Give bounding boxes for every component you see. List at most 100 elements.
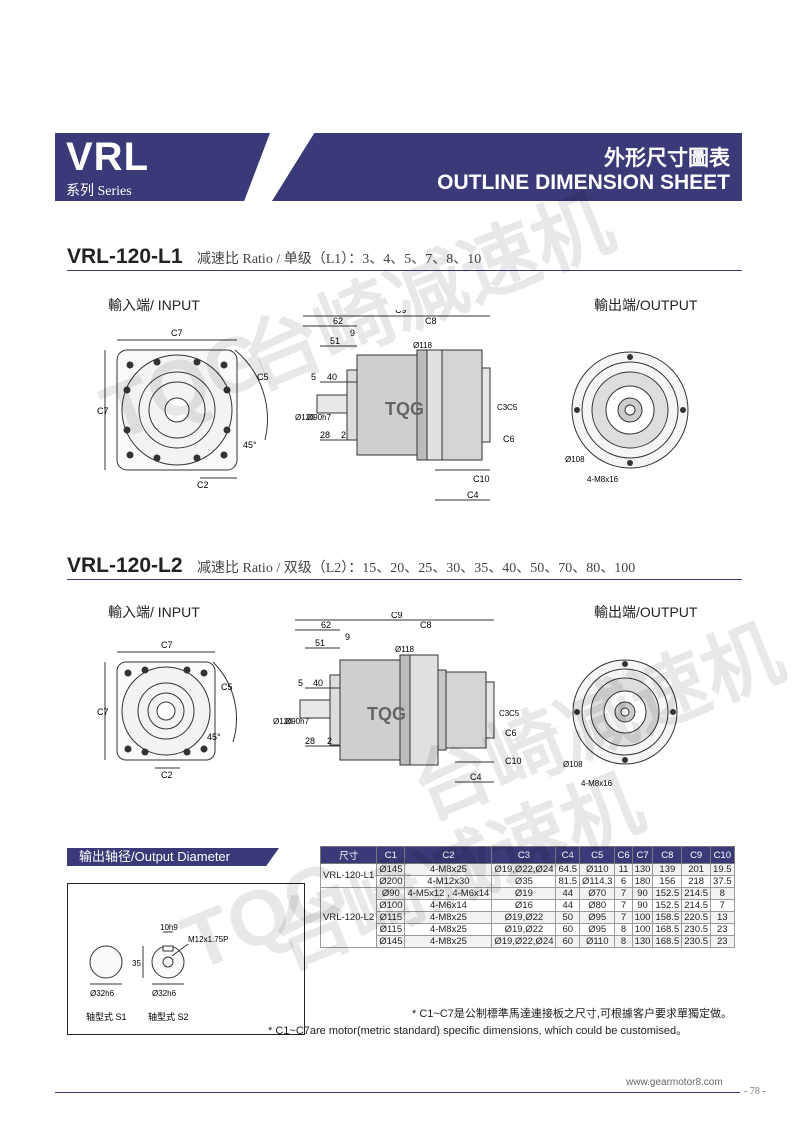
s2-bolt: 4-M8x16 bbox=[581, 779, 613, 788]
section1-output-view bbox=[571, 351, 689, 469]
s1-d2: 2 bbox=[341, 430, 346, 440]
table-cell: 168.5 bbox=[652, 935, 683, 948]
section2-output-view bbox=[572, 659, 678, 765]
table-cell: 7 bbox=[710, 899, 735, 912]
series-name: VRL bbox=[66, 135, 149, 179]
section2-rule bbox=[67, 579, 742, 580]
title-en: OUTLINE DIMENSION SHEET bbox=[437, 171, 730, 194]
table-cell: Ø110 bbox=[578, 935, 616, 948]
spec-table: 尺寸 C1 C2 C3 C4 C5 C6 C7 C8 C9 C10 VRL-12… bbox=[319, 846, 735, 948]
table-cell: Ø95 bbox=[578, 923, 616, 936]
s1-c5: C5 bbox=[257, 372, 269, 382]
spec-header: C7 bbox=[631, 846, 654, 864]
section1-drawing: C7 C7 C2 C5 45° C9 C8 62 51 9 40 5 28 2 … bbox=[97, 310, 689, 501]
table-cell: 37.5 bbox=[710, 875, 735, 888]
table-cell: 7 bbox=[614, 911, 633, 924]
s1-d28: 28 bbox=[320, 430, 330, 440]
series-subtitle: 系列 Series bbox=[66, 184, 132, 199]
footer-url: www.gearmotor8.com bbox=[626, 1077, 723, 1088]
s2-c2: C2 bbox=[161, 770, 173, 780]
s1-c8: C8 bbox=[425, 316, 437, 326]
table-cell: 8 bbox=[710, 887, 735, 900]
section2-input-label: 輸入端/ INPUT bbox=[108, 604, 200, 620]
table-cell: Ø70 bbox=[578, 887, 616, 900]
section2-output-label: 輸出端/OUTPUT bbox=[594, 604, 698, 620]
s2-brand: TQG bbox=[367, 704, 406, 724]
table-cell: 220.5 bbox=[681, 911, 712, 924]
od-height: 35 bbox=[132, 959, 141, 968]
table-cell: Ø95 bbox=[578, 911, 616, 924]
table-cell: Ø19,Ø22,Ø24 bbox=[491, 935, 557, 948]
table-cell: 7 bbox=[614, 887, 633, 900]
table-cell: Ø19,Ø22 bbox=[491, 911, 557, 924]
s1-d40: 40 bbox=[327, 372, 337, 382]
s1-d51: 51 bbox=[330, 336, 340, 346]
s2-phi120: Ø120 bbox=[273, 717, 293, 726]
s1-c3: C3 bbox=[497, 403, 508, 412]
table-cell: 218 bbox=[681, 875, 712, 888]
s2-c7-side: C7 bbox=[97, 707, 109, 717]
table-cell: 152.5 bbox=[652, 887, 683, 900]
table-cell: Ø19 bbox=[491, 887, 557, 900]
section1-input-flange bbox=[104, 339, 268, 479]
series-banner bbox=[55, 133, 270, 201]
s1-d9: 9 bbox=[350, 328, 355, 338]
spec-header: C5 bbox=[578, 846, 616, 864]
spec-header: C4 bbox=[555, 846, 580, 864]
s2-c3: C3 bbox=[499, 709, 510, 718]
table-cell: Ø19,Ø22,Ø24 bbox=[491, 863, 557, 876]
s1-c2: C2 bbox=[197, 480, 209, 490]
title-banner bbox=[272, 133, 742, 201]
table-cell: 152.5 bbox=[652, 899, 683, 912]
s2-c8: C8 bbox=[420, 620, 432, 630]
od-s1-label: 轴型式 S1 bbox=[86, 1011, 127, 1022]
table-cell: Ø100 bbox=[376, 899, 406, 912]
s1-d5: 5 bbox=[311, 372, 316, 382]
table-cell: 130 bbox=[631, 863, 654, 876]
spec-header: C6 bbox=[614, 846, 633, 864]
section1-ratio: 减速比 Ratio / 单级（L1）：3、4、5、7、8、10 bbox=[196, 252, 482, 267]
s1-bolt: 4-M8x16 bbox=[587, 475, 619, 484]
table-cell: 180 bbox=[631, 875, 654, 888]
table-cell: Ø145 bbox=[376, 935, 406, 948]
table-cell: 4-M8x25 bbox=[404, 935, 493, 948]
od-dia-s1: Ø32h6 bbox=[90, 989, 115, 998]
table-cell: 168.5 bbox=[652, 923, 683, 936]
table-cell: 50 bbox=[555, 911, 580, 924]
spec-table-wrap: 尺寸 C1 C2 C3 C4 C5 C6 C7 C8 C9 C10 VRL-12… bbox=[319, 846, 735, 948]
table-cell: Ø114.3 bbox=[578, 875, 616, 888]
spec-header: 尺寸 bbox=[319, 846, 378, 864]
spec-header: C10 bbox=[710, 846, 735, 864]
table-cell: 60 bbox=[555, 923, 580, 936]
table-cell: 230.5 bbox=[681, 923, 712, 936]
s1-c5-side: C5 bbox=[507, 403, 518, 412]
od-thread: M12x1.75P bbox=[188, 935, 228, 944]
footer-rule bbox=[55, 1092, 740, 1093]
od-key-width: 10h9 bbox=[160, 923, 178, 932]
s2-angle: 45° bbox=[207, 732, 221, 742]
table-cell: 90 bbox=[631, 899, 654, 912]
title-cn: 外形尺寸圖表 bbox=[604, 147, 730, 170]
s2-d28: 28 bbox=[305, 736, 315, 746]
section2-side-view bbox=[295, 619, 495, 783]
output-diameter-box: Ø32h6 Ø32h6 10h9 35 M12x1.75P 轴型式 S1 轴型式… bbox=[67, 883, 305, 1035]
s1-c6: C6 bbox=[503, 434, 515, 444]
s1-c9: C9 bbox=[395, 310, 407, 315]
s1-angle: 45° bbox=[243, 440, 257, 450]
table-cell: 100 bbox=[631, 923, 654, 936]
section1-model: VRL-120-L1 bbox=[67, 245, 183, 268]
output-diameter-drawing: Ø32h6 Ø32h6 10h9 35 M12x1.75P 轴型式 S1 轴型式… bbox=[86, 923, 228, 1022]
table-cell: 230.5 bbox=[681, 935, 712, 948]
section2-ratio: 减速比 Ratio / 双级（L2）：15、20、25、30、35、40、50、… bbox=[196, 561, 636, 576]
s2-c6: C6 bbox=[505, 728, 517, 738]
section1-rule bbox=[67, 270, 742, 271]
s2-d5: 5 bbox=[298, 678, 303, 688]
table-cell: 44 bbox=[555, 887, 580, 900]
s1-phi118: Ø118 bbox=[413, 341, 433, 350]
s2-phi108: Ø108 bbox=[563, 760, 583, 769]
table-cell: Ø19,Ø22 bbox=[491, 923, 557, 936]
s2-phi118: Ø118 bbox=[395, 645, 415, 654]
s1-c10: C10 bbox=[473, 474, 490, 484]
